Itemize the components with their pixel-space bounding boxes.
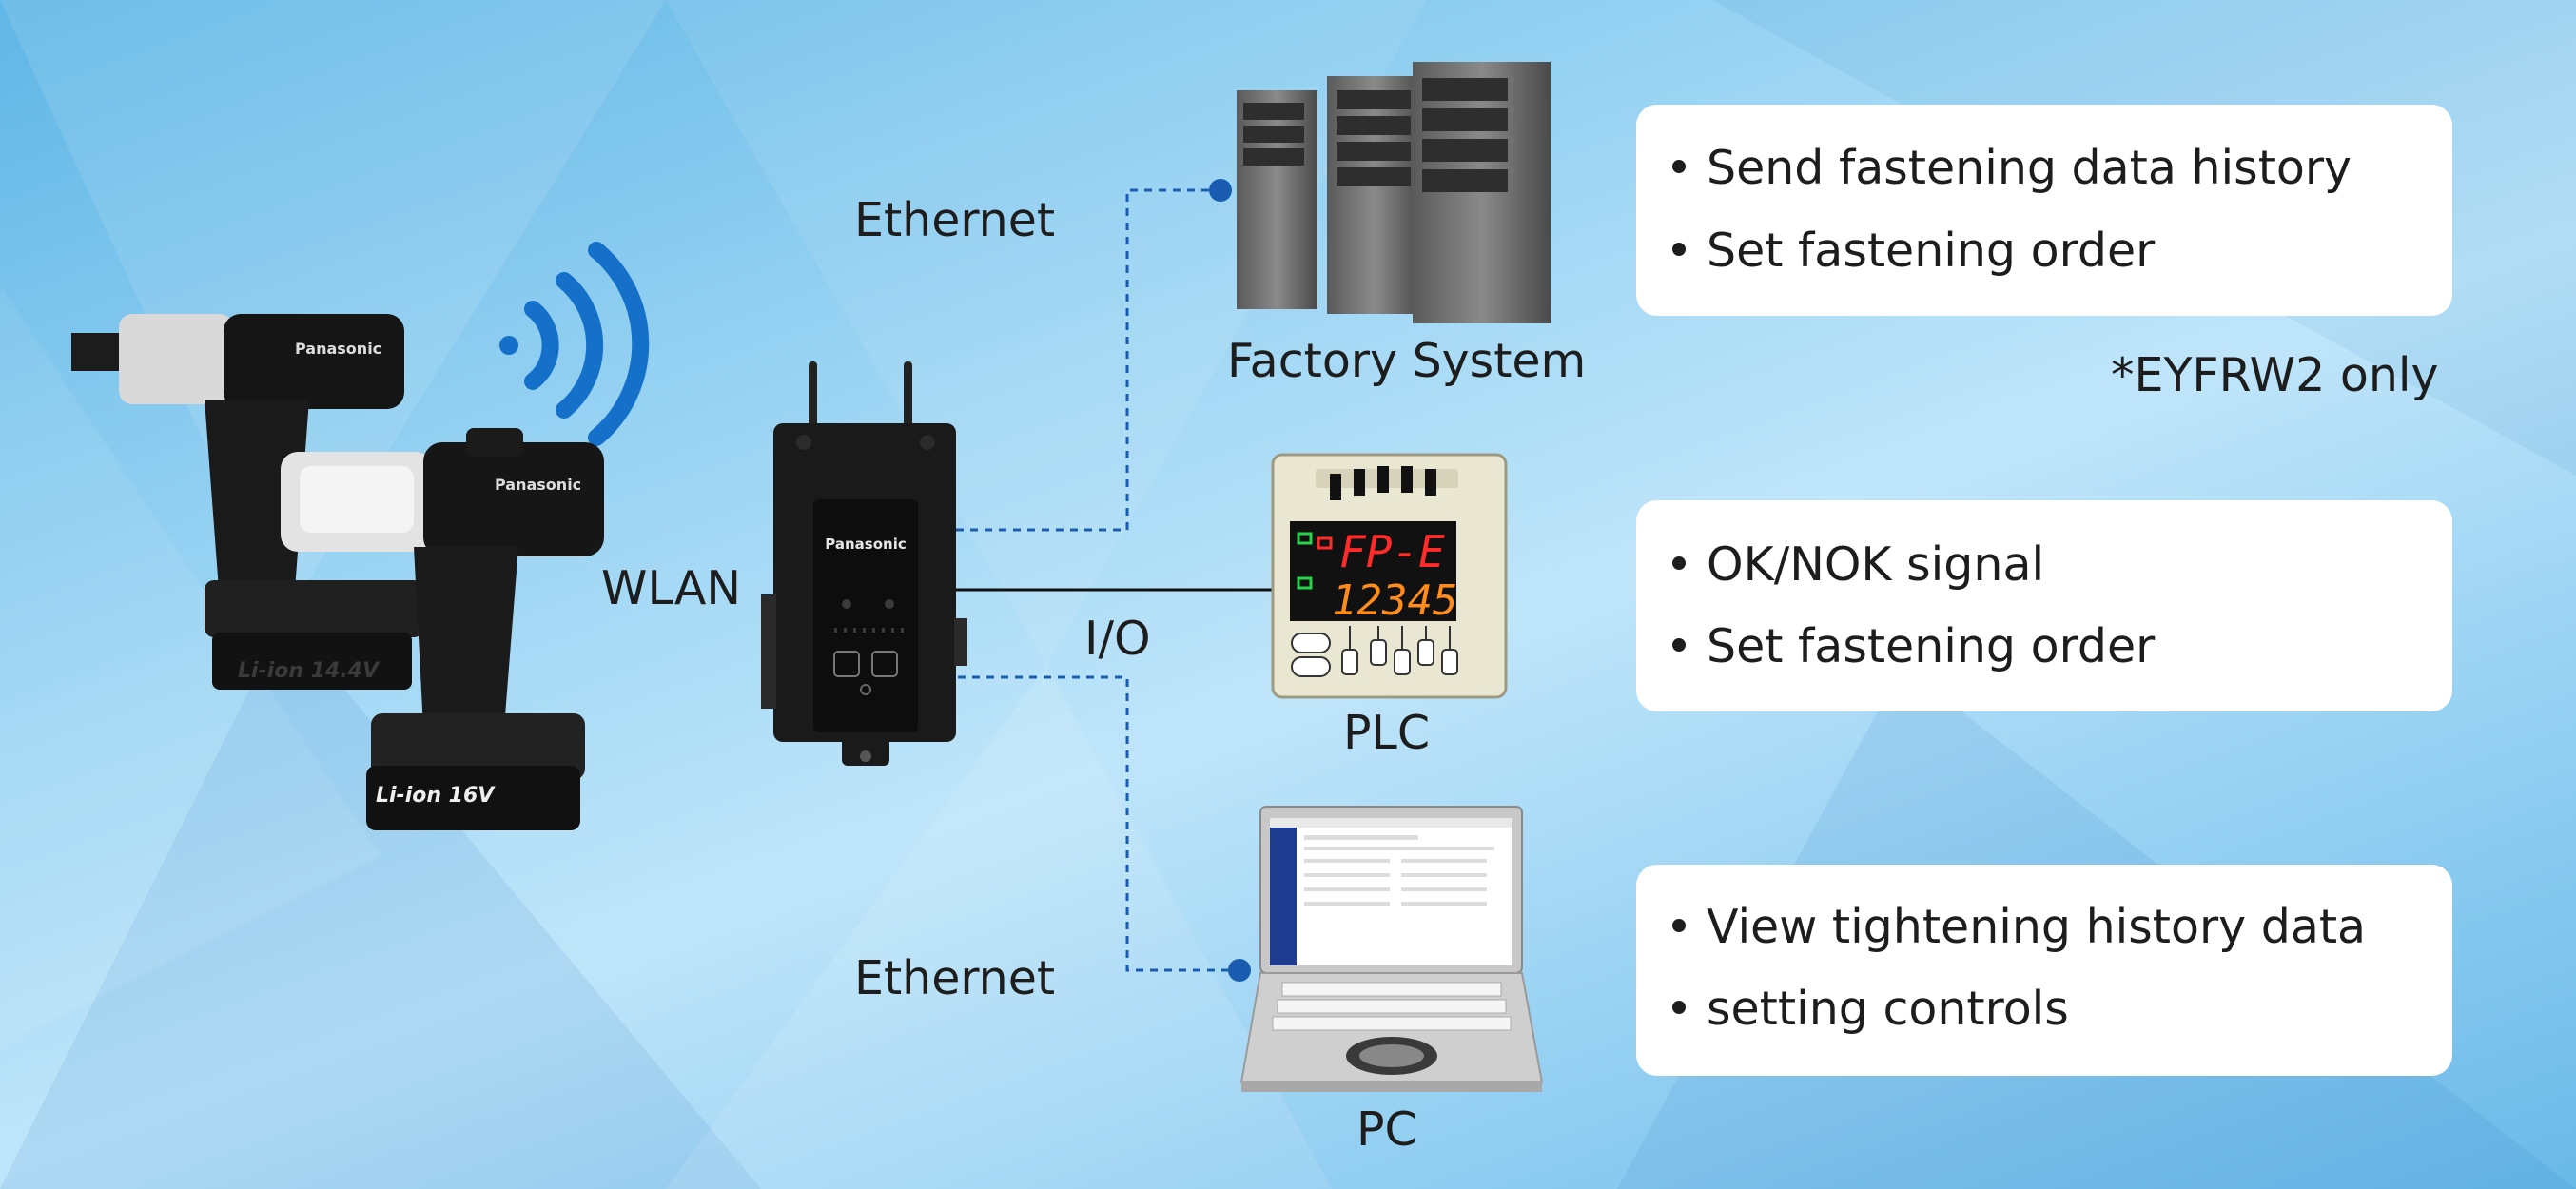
pc-info-item: setting controls [1672,985,2069,1032]
factory-info-box: Send fastening data history Set fastenin… [1636,105,2452,316]
io-label: I/O [1084,612,1151,666]
battery-label-back: Li-ion 14.4V [238,659,381,683]
wifi-signal-icon [499,242,650,446]
pc-label: PC [1356,1102,1417,1157]
controller-brand: Panasonic [825,536,906,553]
battery-label-front: Li-ion 16V [376,784,496,808]
factory-info-item: Set fastening order [1672,227,2155,274]
plc-info-box: OK/NOK signal Set fastening order [1636,500,2452,711]
pc-laptop-icon [1239,806,1544,1092]
impact-wrench-front: Panasonic Li-ion 16V [281,428,604,830]
plc-info-item: Set fastening order [1672,623,2155,670]
ethernet-label-bottom: Ethernet [854,951,1056,1005]
ethernet-bottom-endpoint [1228,959,1251,982]
plc-info-item: OK/NOK signal [1672,541,2044,588]
plc-display-top: FP-E [1339,526,1445,577]
ethernet-line-bottom [944,675,1239,972]
tool-brand-front: Panasonic [495,476,581,494]
ethernet-top-endpoint [1209,179,1232,202]
plc-device-icon: FP-E 12345 [1271,453,1508,699]
wireless-controller: Panasonic [761,361,967,766]
impact-wrench-back: Panasonic Li-ion 14.4V [71,314,423,690]
footnote: *EYFRW2 only [2111,348,2439,402]
pc-info-box: View tightening history data setting con… [1636,865,2452,1076]
factory-system-label: Factory System [1227,334,1587,388]
factory-info-item: Send fastening data history [1672,145,2352,191]
ethernet-line-top [956,188,1222,532]
ethernet-label-top: Ethernet [854,193,1056,247]
wlan-label: WLAN [601,561,742,615]
pc-info-item: View tightening history data [1672,904,2366,950]
tool-brand-back: Panasonic [295,340,381,358]
plc-label: PLC [1343,706,1431,760]
plc-display-bottom: 12345 [1332,576,1457,625]
factory-server-icon [1237,62,1551,323]
